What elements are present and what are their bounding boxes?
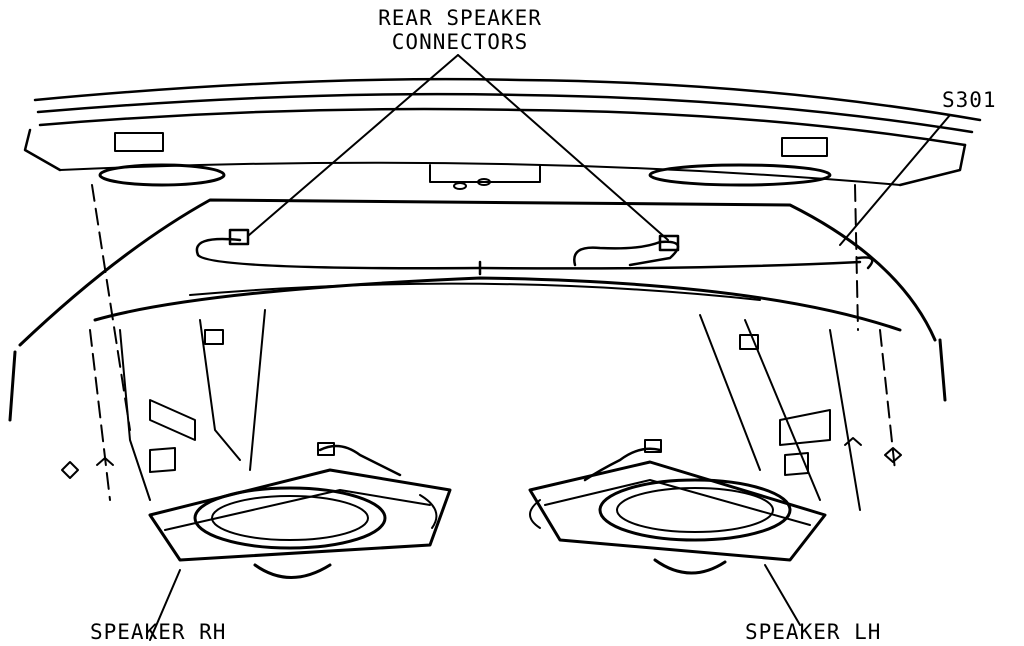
leader-lines [149, 54, 951, 641]
package-shelf [23, 77, 982, 190]
speaker-rh-callout: SPEAKER RH [90, 620, 227, 644]
shelf-speaker-opening-right [648, 163, 832, 187]
trunk-body-panel [8, 198, 947, 422]
installation-guide-lines [89, 184, 896, 501]
speaker-rh-assembly [148, 442, 452, 579]
splice-s301-callout: S301 [942, 88, 997, 112]
speaker-rh-cone [193, 486, 387, 550]
callout-line-1: REAR SPEAKER [378, 6, 542, 30]
rear-speaker-connectors-callout: REAR SPEAKER CONNECTORS [340, 6, 580, 54]
rear-speaker-connector-right [658, 234, 680, 252]
rear-speaker-connector-left [228, 228, 250, 246]
shelf-speaker-opening-left [98, 163, 226, 187]
callout-line-2: CONNECTORS [391, 30, 529, 54]
wiring-harness [195, 237, 874, 276]
trunk-side-walls [119, 309, 861, 511]
direction-arrow-markers [61, 437, 902, 479]
speaker-lh-assembly [528, 439, 827, 575]
speaker-lh-cone [598, 478, 792, 542]
speaker-lh-callout: SPEAKER LH [745, 620, 882, 644]
